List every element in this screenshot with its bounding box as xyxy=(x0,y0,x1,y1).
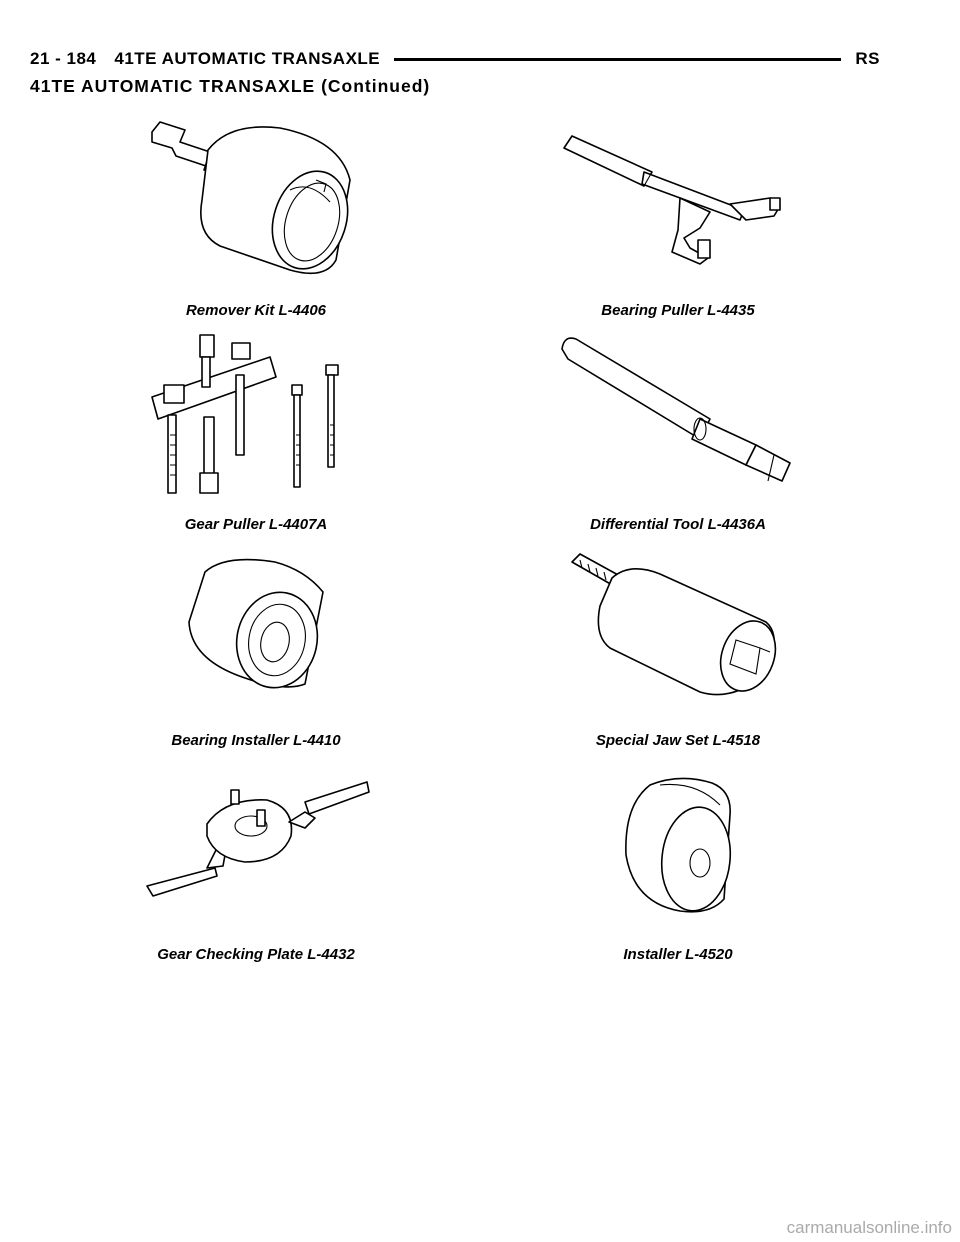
caption-bearing-installer: Bearing Installer L-4410 xyxy=(171,732,341,749)
caption-bearing-puller: Bearing Puller L-4435 xyxy=(601,302,755,319)
bearing-installer-illustration xyxy=(185,552,330,692)
bearing-puller-illustration xyxy=(560,128,800,278)
caption-differential-tool: Differential Tool L-4436A xyxy=(590,516,766,533)
model-tag: RS xyxy=(855,49,880,68)
caption-gear-checking-plate: Gear Checking Plate L-4432 xyxy=(157,946,355,963)
header-rule xyxy=(394,57,842,61)
section-title: 41TE AUTOMATIC TRANSAXLE xyxy=(114,49,381,68)
special-jaw-set-illustration xyxy=(570,552,785,702)
caption-remover-kit: Remover Kit L-4406 xyxy=(185,302,327,319)
watermark-text: carmanualsonline.info xyxy=(786,1218,952,1237)
caption-special-jaw-set: Special Jaw Set L-4518 xyxy=(595,732,761,749)
differential-tool-illustration xyxy=(560,335,800,495)
page-number: 21 - 184 xyxy=(30,49,97,68)
installer-illustration xyxy=(620,775,745,915)
remover-kit-illustration xyxy=(140,110,380,290)
gear-puller-illustration xyxy=(150,334,370,500)
caption-installer: Installer L-4520 xyxy=(623,946,733,963)
gear-checking-plate-illustration xyxy=(145,778,370,903)
page-subtitle: 41TE AUTOMATIC TRANSAXLE (Continued) xyxy=(30,76,431,96)
caption-gear-puller: Gear Puller L-4407A xyxy=(184,516,328,533)
page-header: 21 - 184 41TE AUTOMATIC TRANSAXLE RS xyxy=(30,48,880,70)
